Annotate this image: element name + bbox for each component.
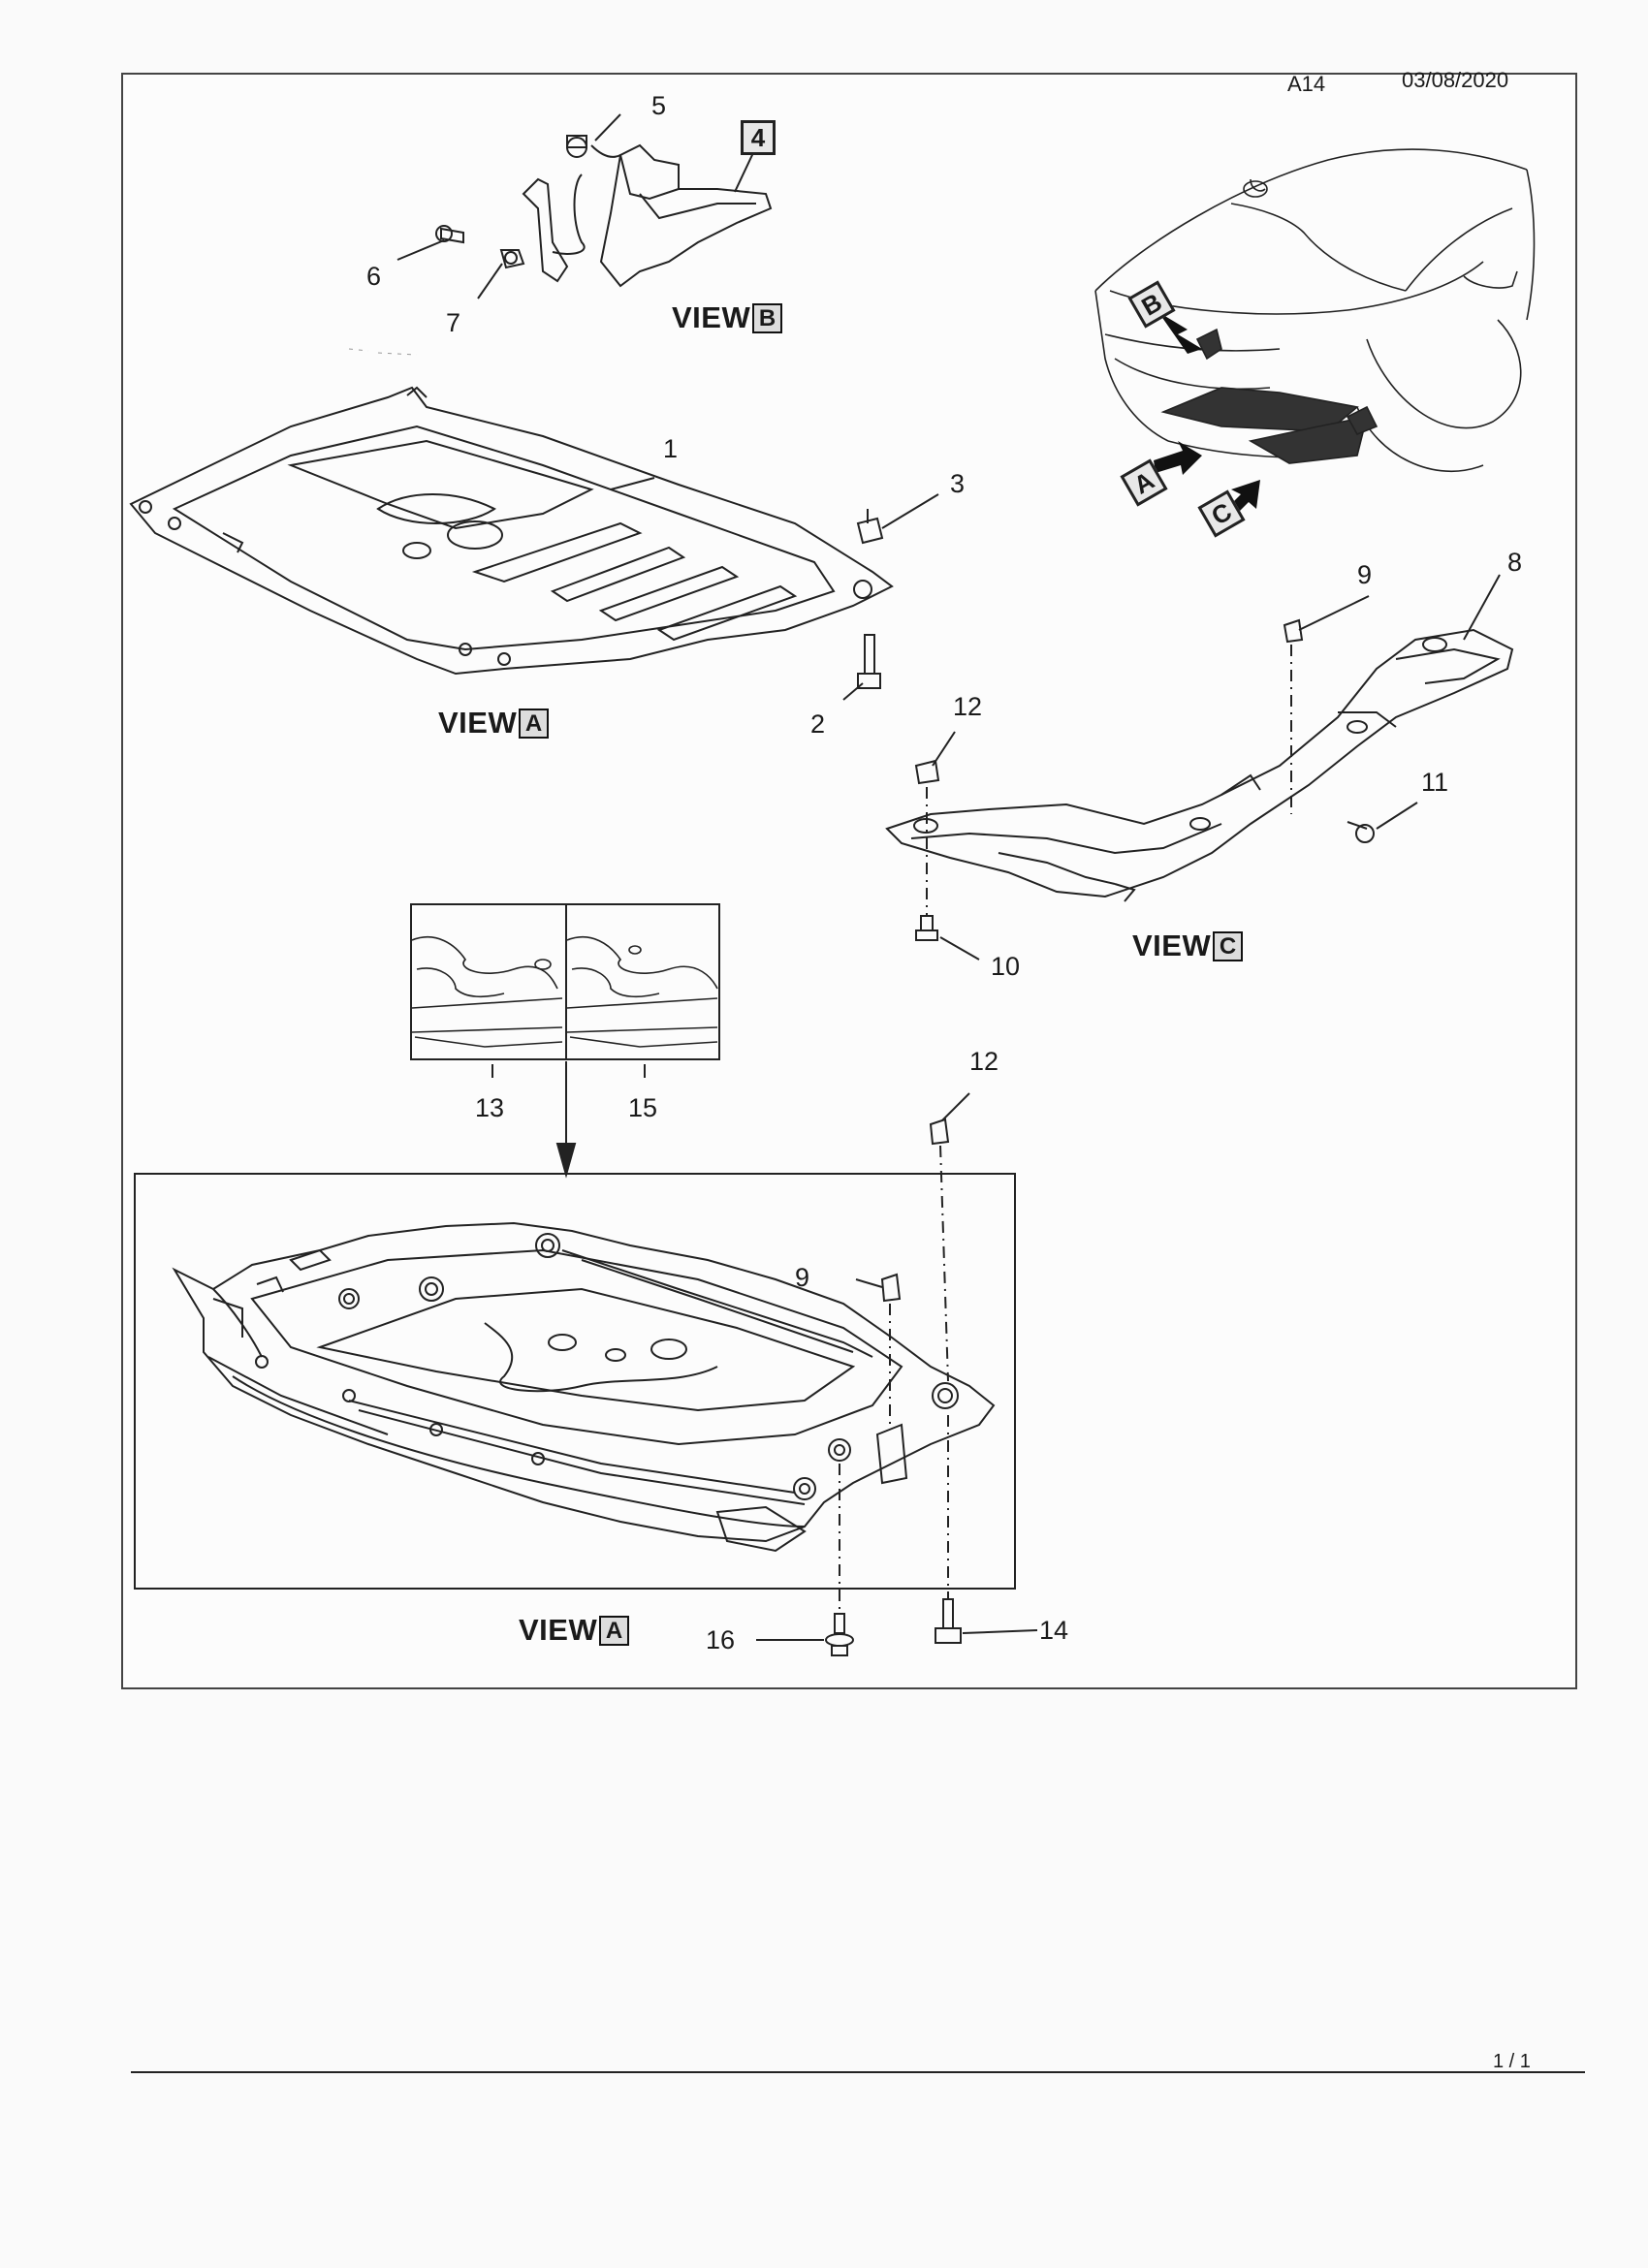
callout-3: 3	[950, 469, 966, 498]
view-a-lower-letter: A	[599, 1615, 630, 1646]
page-number: 1 / 1	[1493, 2051, 1531, 2072]
view-b-letter: B	[752, 302, 783, 333]
view-a-upper-word: VIEW	[438, 706, 518, 740]
callout-12-upper: 12	[953, 692, 983, 721]
view-b-bracket-drawing	[348, 135, 773, 356]
callout-14: 14	[1039, 1616, 1069, 1645]
callout-1: 1	[663, 434, 679, 463]
view-a-upper-shield-drawing	[129, 386, 894, 676]
callout-7: 7	[446, 308, 461, 337]
callout-5: 5	[651, 91, 667, 120]
view-a-lower-shield-drawing	[172, 1221, 996, 1553]
view-a-lower-frame	[134, 1173, 1016, 1590]
view-c-letter: C	[1213, 930, 1244, 961]
page-code: A14	[1287, 72, 1326, 96]
diagram-frame	[121, 73, 1577, 1689]
view-c-deflector-drawing	[885, 628, 1514, 902]
callout-2: 2	[810, 709, 826, 739]
callout-15: 15	[628, 1093, 658, 1122]
callout-8: 8	[1507, 548, 1523, 577]
callout-11: 11	[1421, 768, 1449, 797]
callout-9-lower: 9	[795, 1263, 810, 1292]
callout-6: 6	[366, 262, 382, 291]
callout-12-lower: 12	[969, 1047, 999, 1076]
callout-10: 10	[991, 952, 1021, 981]
footer-rule	[131, 2071, 1585, 2073]
view-b-word: VIEW	[672, 300, 751, 334]
callout-13: 13	[475, 1093, 505, 1122]
callout-16: 16	[706, 1625, 736, 1654]
view-a-lower-word: VIEW	[519, 1613, 598, 1647]
callout-4-boxed: 4	[741, 120, 776, 155]
detail-inset-drawing	[411, 935, 718, 1048]
view-a-upper-letter: A	[519, 708, 550, 739]
diagram-date: 03/08/2020	[1402, 68, 1509, 92]
detail-inset-divider	[565, 903, 567, 1060]
callout-9-upper: 9	[1357, 560, 1373, 589]
view-c-word: VIEW	[1132, 929, 1212, 962]
